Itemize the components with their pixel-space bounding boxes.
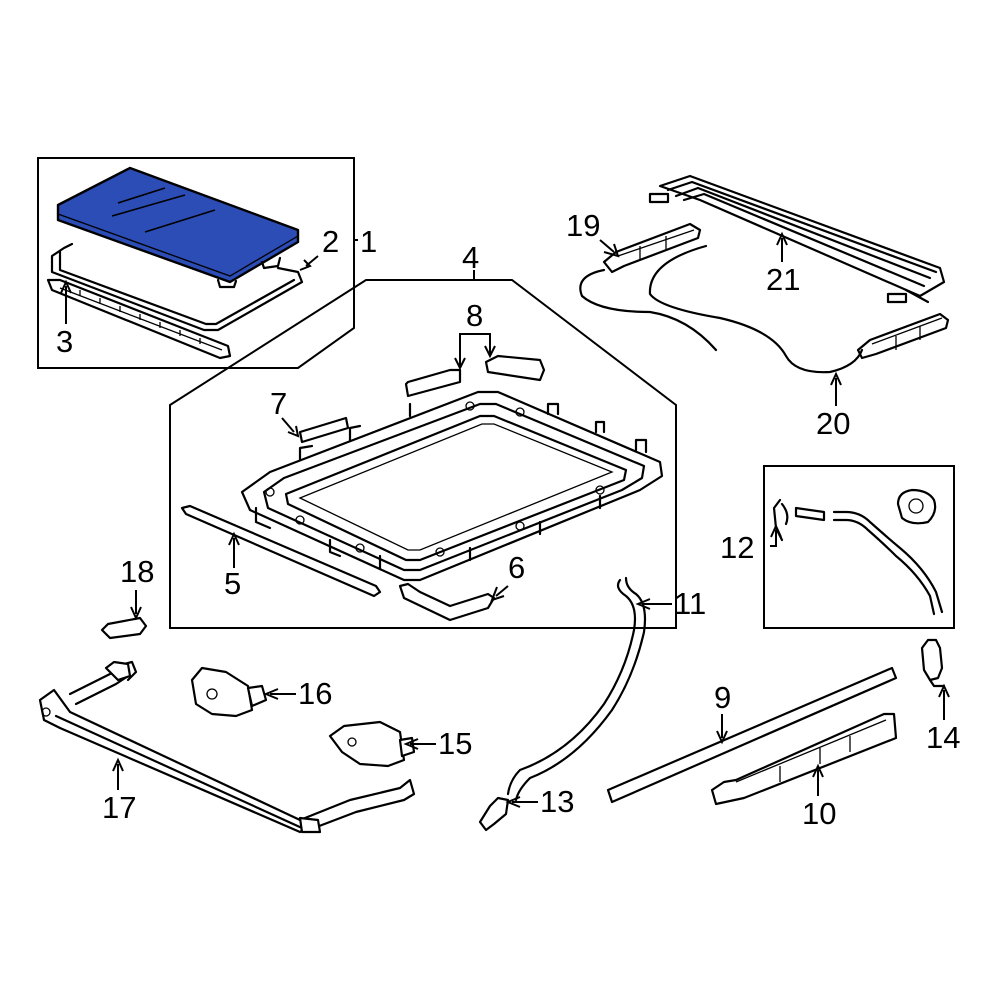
drive-cable-part[interactable] (579, 268, 718, 352)
sunroof-frame-part[interactable] (240, 390, 664, 582)
callout-8: 8 (466, 298, 483, 333)
callout-5: 5 (224, 566, 241, 601)
frame-pad-part[interactable] (298, 416, 350, 444)
callout-17: 17 (102, 790, 136, 825)
callout-13: 13 (540, 784, 574, 819)
sunshade-assembly-part[interactable] (648, 174, 946, 304)
frame-cushion-left-part[interactable] (404, 368, 462, 398)
callout-3: 3 (56, 324, 73, 359)
callout-10: 10 (802, 796, 836, 831)
drain-hose-kit-part[interactable] (772, 488, 944, 616)
callout-11: 11 (674, 586, 706, 621)
callout-1: 1 (360, 224, 377, 259)
deflector-strip-part[interactable] (46, 278, 232, 360)
callout-20: 20 (816, 406, 850, 441)
callout-19: 19 (566, 208, 600, 243)
frame-side-seal-part[interactable] (180, 504, 382, 598)
callout-14: 14 (926, 720, 960, 755)
callout-15: 15 (438, 726, 472, 761)
drain-hose-fitting-part[interactable] (478, 796, 510, 832)
callout-7: 7 (270, 386, 287, 421)
drain-valve-part[interactable] (920, 638, 944, 682)
frame-bracket-part[interactable] (100, 616, 148, 640)
callout-12: 12 (720, 530, 754, 565)
guide-bracket-left-part[interactable] (602, 222, 702, 274)
glass-seal-part[interactable] (50, 242, 304, 332)
callout-labels: 1 2 3 4 5 6 7 8 9 10 11 12 13 14 15 16 1… (56, 208, 960, 831)
drain-hose-part[interactable] (506, 578, 637, 796)
callout-4: 4 (462, 240, 479, 275)
glass-assembly-group-box (37, 157, 355, 369)
callout-2: 2 (322, 224, 339, 259)
callout-16: 16 (298, 676, 332, 711)
callout-21: 21 (766, 262, 800, 297)
frame-assembly-group-box (169, 279, 677, 629)
sunroof-motor-part[interactable] (190, 666, 268, 718)
rear-frame-bar-part[interactable] (38, 660, 416, 834)
guide-bracket-right-part[interactable] (856, 312, 950, 360)
frame-cushion-right-part[interactable] (484, 354, 546, 382)
sunshade-motor-part[interactable] (328, 720, 416, 768)
guide-rail-strip-part[interactable] (606, 666, 898, 804)
frame-drain-trough-part[interactable] (398, 582, 496, 622)
glass-panel-highlight (56, 166, 300, 284)
callout-18: 18 (120, 554, 154, 589)
drain-hose-kit-group-box (763, 465, 955, 629)
glass-panel-part[interactable] (56, 166, 300, 289)
leader-lines (60, 231, 950, 808)
callout-6: 6 (508, 550, 525, 585)
callout-9: 9 (714, 680, 731, 715)
